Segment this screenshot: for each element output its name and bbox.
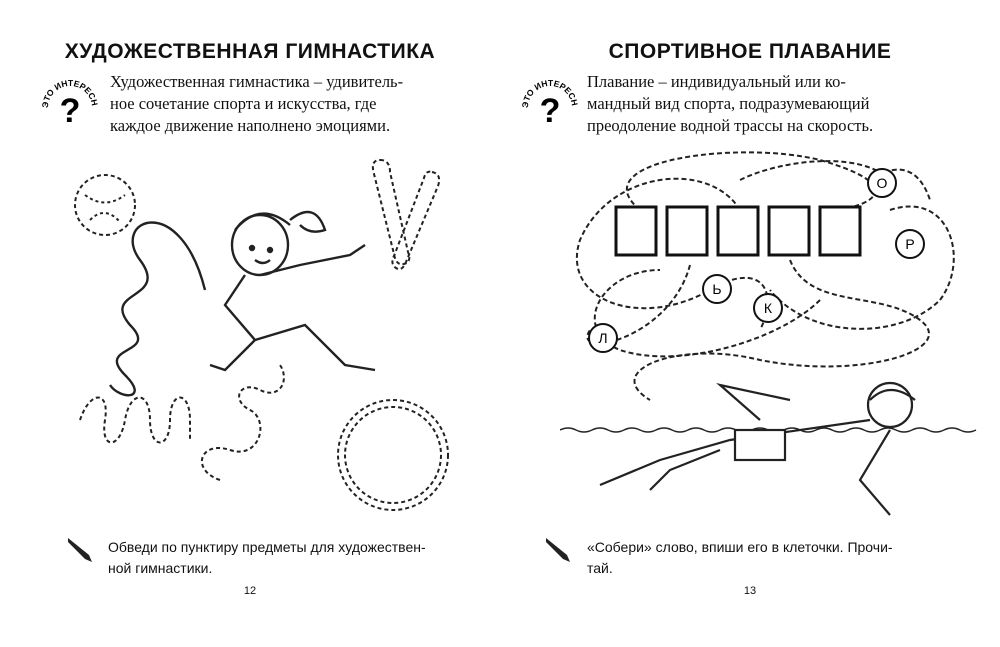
letter-circle: О [867,168,897,198]
left-page-title: ХУДОЖЕСТВЕННАЯ ГИМНАСТИКА [64,40,436,63]
letter-4: Л [598,330,607,346]
letter-circle: Ь [702,274,732,304]
clubs-outline [371,158,441,271]
ribbon-outline [109,221,207,397]
badge-question-mark: ? [540,92,561,130]
left-page: ХУДОЖЕСТВЕННАЯ ГИМНАСТИКА ЭТО ИНТЕРЕСНО … [40,40,451,597]
task-line: тай. [587,560,613,576]
swimmer [599,381,916,516]
task-line: ной гимнастики. [108,560,213,576]
badge-question-mark: ? [60,92,81,130]
page-number: 12 [243,585,257,597]
answer-box-3 [716,205,760,257]
letter-circles: О Р Ь К Л [588,168,925,353]
right-intro: Плавание – индивидуальный или ко- мандны… [587,71,939,137]
gymnast-girl [209,210,376,372]
left-task: Обведи по пунктиру предметы для художест… [108,537,451,579]
right-page: СПОРТИВНОЕ ПЛАВАНИЕ ЭТО ИНТЕРЕСНО ? Плав… [500,0,1000,647]
task-line: «Собери» слово, впиши его в клеточки. Пр… [587,539,893,555]
intro-line: мандный вид спорта, подразумевающий [587,94,870,113]
letter-circle: К [753,293,783,323]
intro-line: каждое движение наполнено эмоциями. [110,116,391,135]
letter-0: О [877,175,888,191]
spring-outline [79,396,191,444]
intro-line: ное сочетание спорта и искусства, где [110,94,377,113]
letter-circle: Р [895,229,925,259]
task-line: Обведи по пунктиру предметы для художест… [108,539,426,555]
intro-line: преодоление водной трассы на скорость. [587,116,874,135]
answer-box-2 [665,205,709,257]
question-icon: ЭТО ИНТЕРЕСНО ? [520,70,580,130]
letter-3: К [764,300,773,316]
answer-boxes [614,205,862,257]
maze-paths [575,151,955,401]
pencil-icon [546,538,570,562]
page-number: 13 [743,585,757,597]
gymnastics-illustration [74,158,449,511]
ball-outline [74,174,136,236]
left-intro: Художественная гимнастика – удивитель- н… [110,71,450,137]
letter-circle: Л [588,323,618,353]
letter-1: Р [905,236,914,252]
pencil-icon [68,538,92,562]
letter-2: Ь [712,281,721,297]
intro-line: Плавание – индивидуальный или ко- [587,72,846,91]
answer-box-5 [818,205,862,257]
rope-outline [200,364,285,481]
right-page-title: СПОРТИВНОЕ ПЛАВАНИЕ [608,40,892,63]
answer-box-1 [614,205,658,257]
maze-swimmer-illustration: О Р Ь К Л [560,151,977,516]
intro-line: Художественная гимнастика – удивитель- [110,72,404,91]
answer-box-4 [767,205,811,257]
hoop-outline [337,399,449,511]
question-icon: ЭТО ИНТЕРЕСНО ? [40,70,100,130]
right-task: «Собери» слово, впиши его в клеточки. Пр… [587,537,939,579]
